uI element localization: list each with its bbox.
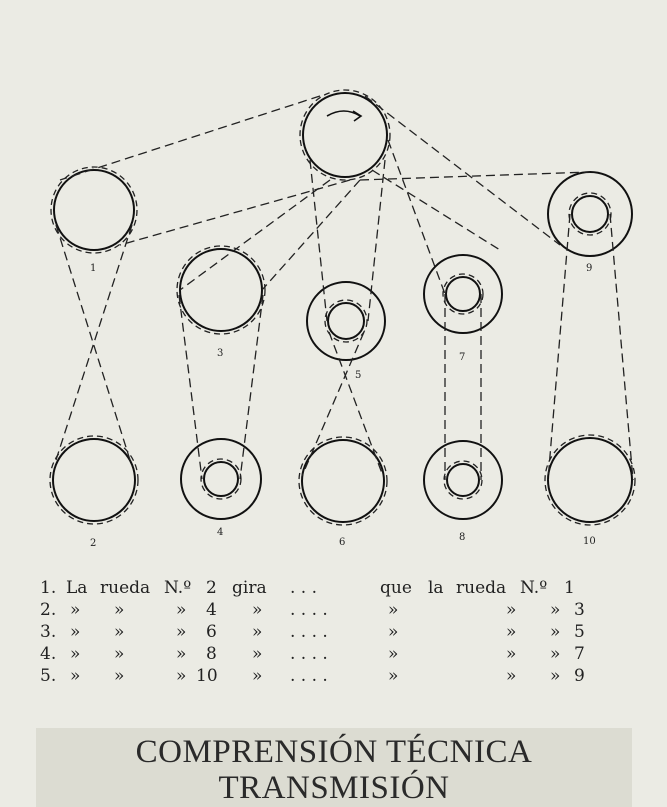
wheel-label-8: 8: [459, 532, 465, 543]
q-c2: »: [114, 622, 125, 642]
wheel-1: [53, 169, 135, 251]
q-c2: rueda: [100, 578, 151, 598]
q-dots: . . . .: [290, 666, 328, 686]
wheel-7-outer: [423, 254, 503, 334]
q-c3: »: [176, 644, 187, 664]
wheel-label-5: 5: [355, 370, 361, 381]
q-c1: »: [70, 600, 81, 620]
question-row: 2. » » » 4 » . . . . » » » 3: [40, 600, 640, 622]
wheel-5-outer: [306, 281, 386, 361]
pulley-diagram: 1 3 5 7 9 2 4 6 8 10: [49, 89, 636, 549]
wheel-9-outer: [547, 171, 633, 257]
wheel-3: [179, 248, 263, 332]
q-c3: »: [176, 600, 187, 620]
q-c9: »: [550, 622, 561, 642]
q-c6: que: [380, 578, 412, 598]
q-num: 1.: [40, 578, 57, 598]
q-c10: 3: [574, 600, 585, 620]
q-c10: 9: [574, 666, 585, 686]
question-row: 5. » » » 10 » . . . . » » » 9: [40, 666, 640, 688]
q-c3: N.º: [164, 578, 192, 598]
q-c5: »: [252, 622, 263, 642]
wheel-label-2: 2: [90, 538, 96, 549]
wheel-10: [547, 437, 633, 523]
q-c8: »: [506, 622, 517, 642]
q-c9: »: [550, 600, 561, 620]
q-c9: »: [550, 666, 561, 686]
question-row: 1. La rueda N.º 2 gira . . . que la rued…: [40, 578, 640, 600]
title-banner: COMPRENSIÓN TÉCNICA TRANSMISIÓN: [36, 728, 632, 807]
wheel-label-10: 10: [583, 536, 596, 547]
q-c6: »: [388, 644, 399, 664]
wheel-8-outer: [423, 440, 503, 520]
q-c8: »: [506, 666, 517, 686]
q-c6: »: [388, 600, 399, 620]
q-c8: »: [506, 600, 517, 620]
q-c1: La: [66, 578, 88, 598]
wheel-label-3: 3: [217, 348, 223, 359]
q-c6: »: [388, 666, 399, 686]
q-c2: »: [114, 666, 125, 686]
q-c5: »: [252, 600, 263, 620]
wheel-8-inner: [446, 463, 480, 497]
q-c5: »: [252, 666, 263, 686]
q-num: 5.: [40, 666, 57, 686]
wheel-5-inner: [327, 302, 365, 340]
q-c10: 1: [564, 578, 575, 598]
wheel-label-7: 7: [459, 352, 465, 363]
q-c1: »: [70, 666, 81, 686]
q-c10: 7: [574, 644, 585, 664]
q-c9: N.º: [520, 578, 548, 598]
q-c6: »: [388, 622, 399, 642]
q-c3: »: [176, 666, 187, 686]
wheel-2: [52, 438, 136, 522]
wheel-7-inner: [445, 276, 481, 312]
q-c5: »: [252, 644, 263, 664]
title-line-1: COMPRENSIÓN TÉCNICA: [135, 734, 533, 770]
wheel-9-inner: [571, 195, 609, 233]
q-c5: gira: [232, 578, 267, 598]
q-c2: »: [114, 644, 125, 664]
question-row: 4. » » » 8 » . . . . » » » 7: [40, 644, 640, 666]
q-c10: 5: [574, 622, 585, 642]
wheel-top: [302, 92, 388, 178]
q-c1: »: [70, 644, 81, 664]
wheel-label-9: 9: [586, 263, 592, 274]
wheel-label-4: 4: [217, 527, 223, 538]
belts: [55, 95, 634, 481]
q-c9: »: [550, 644, 561, 664]
q-c1: »: [70, 622, 81, 642]
title-line-2: TRANSMISIÓN: [218, 770, 450, 806]
question-row: 3. » » » 6 » . . . . » » » 5: [40, 622, 640, 644]
q-c3: »: [176, 622, 187, 642]
q-c4: 6: [206, 622, 217, 642]
question-list: 1. La rueda N.º 2 gira . . . que la rued…: [40, 578, 640, 688]
q-num: 4.: [40, 644, 57, 664]
q-dots: . . .: [290, 578, 318, 598]
q-c4: 8: [206, 644, 217, 664]
wheel-4-outer: [180, 438, 262, 520]
wheel-label-6: 6: [339, 537, 345, 548]
clockwise-arrow-icon: [326, 110, 363, 122]
q-c4: 2: [206, 578, 217, 598]
q-c2: »: [114, 600, 125, 620]
wheel-label-1: 1: [90, 263, 96, 274]
q-dots: . . . .: [290, 600, 328, 620]
q-c4: 4: [206, 600, 217, 620]
q-c8: »: [506, 644, 517, 664]
q-dots: . . . .: [290, 644, 328, 664]
q-c4: 10: [196, 666, 218, 686]
q-c7: la: [428, 578, 444, 598]
wheel-4-inner: [203, 461, 239, 497]
q-num: 3.: [40, 622, 57, 642]
q-dots: . . . .: [290, 622, 328, 642]
q-num: 2.: [40, 600, 57, 620]
wheel-6: [301, 439, 385, 523]
q-c8: rueda: [456, 578, 507, 598]
